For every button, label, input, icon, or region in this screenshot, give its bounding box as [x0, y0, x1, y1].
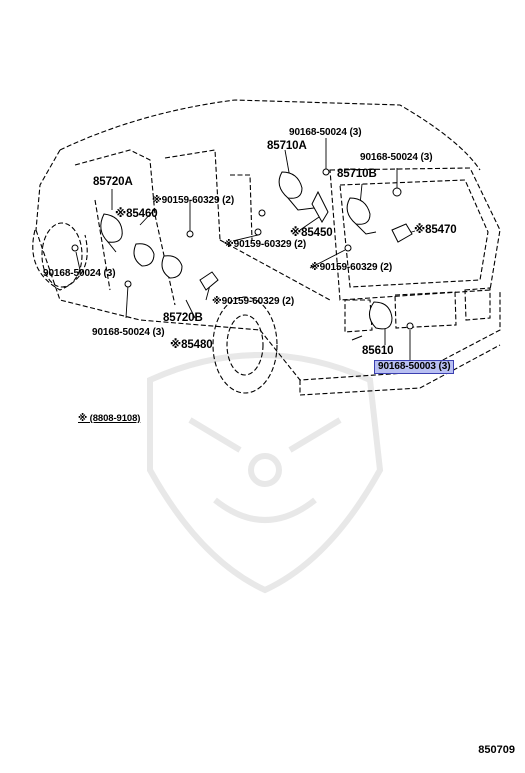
leader-lines [75, 138, 416, 360]
diagram-number: 850709 [478, 744, 515, 756]
part-label-90168-50024-bottom[interactable]: 90168-50024 (3) [92, 327, 165, 338]
part-label-85720b[interactable]: 85720B [163, 312, 203, 324]
part-label-90168-50003-highlighted[interactable]: 90168-50003 (3) [374, 360, 455, 374]
part-label-85480[interactable]: ※85480 [170, 339, 213, 351]
watermark-logo [147, 352, 384, 594]
part-label-90159-60329-a[interactable]: ※90159-60329 (2) [152, 195, 235, 206]
part-label-85470[interactable]: ※85470 [414, 224, 457, 236]
part-label-85710a[interactable]: 85710A [267, 140, 307, 152]
part-label-90159-60329-b[interactable]: ※90159-60329 (2) [224, 239, 307, 250]
part-label-90168-50024-left[interactable]: 90168-50024 (3) [43, 268, 116, 279]
part-label-85450[interactable]: ※85450 [290, 227, 333, 239]
part-label-90159-60329-d[interactable]: ※90159-60329 (2) [212, 296, 295, 307]
part-label-85460[interactable]: ※85460 [115, 208, 158, 220]
part-label-85710b[interactable]: 85710B [337, 168, 377, 180]
part-label-90168-50024-right[interactable]: 90168-50024 (3) [360, 152, 433, 163]
vehicle-body [32, 99, 501, 396]
part-label-85610[interactable]: 85610 [362, 345, 394, 357]
components [71, 168, 414, 341]
part-label-85720a[interactable]: 85720A [93, 176, 133, 188]
production-date-note: ※ (8808-9108) [78, 413, 141, 424]
part-label-90168-50024[interactable]: 90168-50024 (3) [289, 127, 362, 138]
part-label-90159-60329-c[interactable]: ※90159-60329 (2) [310, 262, 393, 273]
